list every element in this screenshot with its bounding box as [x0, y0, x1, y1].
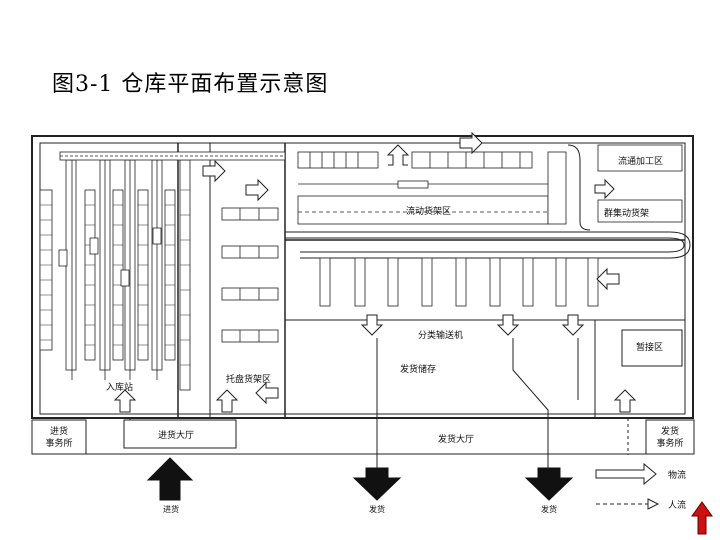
- conveyor-loop: [285, 144, 691, 259]
- label-inbound: 进货: [163, 504, 179, 514]
- label-outbound-2: 发货: [541, 504, 557, 514]
- outbound-flow-lines: [129, 338, 629, 470]
- outbound-arrow-2-icon: [524, 467, 574, 501]
- label-outbound-1: 发货: [369, 504, 385, 514]
- label-legend-flow: 物流: [668, 469, 686, 481]
- label-staging: 暂接区: [636, 341, 663, 353]
- label-line: 事务所: [656, 437, 683, 449]
- storage-racks-left: [39, 159, 191, 391]
- label-flow-rack: 流动货架区: [406, 205, 451, 217]
- legend-flow-arrow-icon: [595, 462, 657, 486]
- sorting-branches: [319, 257, 599, 307]
- inbound-office-box: [31, 419, 87, 455]
- label-outbound-hall: 发货大厅: [438, 433, 474, 445]
- rack-cell-lines: [40, 189, 190, 366]
- flow-rack-zone: [297, 144, 683, 225]
- label-sort-conveyor: 分类输送机: [418, 329, 463, 341]
- label-line: 发货: [661, 425, 679, 437]
- label-line: 事务所: [45, 437, 72, 449]
- label-outbound-office: 发货事务所: [656, 425, 683, 449]
- next-slide-up-arrow-icon[interactable]: [690, 500, 714, 536]
- flow-arrows: [113, 131, 637, 413]
- slide-title: 图3-1 仓库平面布置示意图: [52, 72, 329, 97]
- label-pallet-rack: 托盘货架区: [226, 373, 271, 385]
- inbound-arrow-icon: [146, 457, 194, 501]
- outbound-office-box: [645, 419, 695, 455]
- label-inbound-hall: 进货大厅: [158, 429, 194, 441]
- label-line: 进货: [50, 425, 68, 437]
- inbound-hall-box: [123, 419, 237, 449]
- label-inbound-office: 进货事务所: [45, 425, 72, 449]
- warehouse-outer-wall: [31, 135, 694, 419]
- label-inbound-station: 入库站: [106, 381, 133, 393]
- legend-people-arrow-icon: [647, 498, 660, 510]
- overhead-rail: [58, 151, 286, 380]
- label-shipping-store: 发货储存: [400, 363, 436, 375]
- bottom-halls: [31, 329, 695, 455]
- label-flow-process: 流通加工区: [618, 155, 663, 167]
- outbound-arrow-1-icon: [352, 467, 402, 501]
- staging-box: [621, 329, 683, 367]
- big-arrows: [146, 457, 574, 501]
- label-legend-people: 人流: [668, 499, 686, 511]
- pallet-rack-blocks: [221, 207, 279, 343]
- legend: [595, 462, 660, 510]
- label-cluster-rack: 群集动货架: [604, 207, 649, 219]
